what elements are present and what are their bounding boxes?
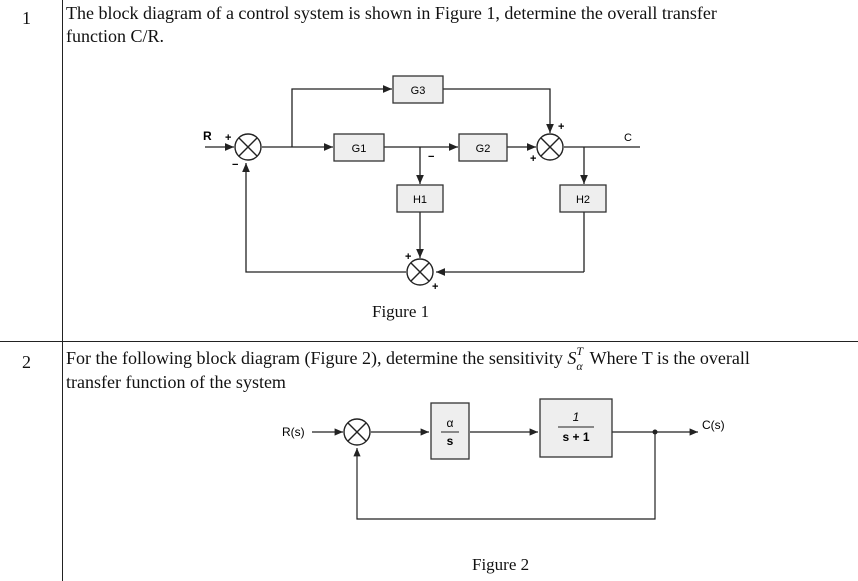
figure-1-block-diagram: G3 G1 G2 H1 H2 R C + − + + − + + xyxy=(203,75,640,293)
plus-sign: + xyxy=(225,132,231,144)
table-row-divider xyxy=(0,341,858,342)
svg-text:G1: G1 xyxy=(352,143,367,155)
plus-sign: + xyxy=(432,281,438,293)
question-text: For the following block diagram (Figure … xyxy=(66,348,568,368)
block-h1: H1 xyxy=(396,184,444,213)
svg-text:α: α xyxy=(447,416,454,430)
figure-2-block-diagram: α s 1 s + 1 R(s) C(s) xyxy=(282,398,725,520)
block-alpha-over-s: α s xyxy=(430,402,470,460)
summing-junction xyxy=(343,418,371,446)
input-label: R xyxy=(203,129,212,143)
question-number: 1 xyxy=(22,8,31,28)
input-label: R(s) xyxy=(282,425,305,439)
block-g1: G1 xyxy=(333,133,385,162)
svg-text:H2: H2 xyxy=(576,194,590,206)
takeoff-point xyxy=(652,429,658,435)
block-h2: H2 xyxy=(559,184,607,213)
svg-text:H1: H1 xyxy=(413,194,427,206)
question-number: 2 xyxy=(22,352,31,372)
summing-junction xyxy=(406,258,434,286)
block-one-over-s-plus-one: 1 s + 1 xyxy=(539,398,613,458)
minus-sign: − xyxy=(232,159,238,171)
plus-sign: + xyxy=(558,121,564,133)
output-label: C xyxy=(624,132,632,144)
output-label: C(s) xyxy=(702,418,725,432)
summing-junction xyxy=(536,133,564,161)
question-text: Where T is the overall xyxy=(585,348,750,368)
plus-sign: + xyxy=(530,153,536,165)
table-column-divider xyxy=(62,0,63,581)
question-text-line: For the following block diagram (Figure … xyxy=(66,344,750,373)
block-g3: G3 xyxy=(392,75,444,104)
question-text-line: The block diagram of a control system is… xyxy=(66,3,717,23)
summing-junction xyxy=(234,133,262,161)
plus-sign: + xyxy=(405,251,411,263)
figure-caption: Figure 2 xyxy=(472,555,530,574)
svg-text:s + 1: s + 1 xyxy=(562,430,589,444)
svg-text:G2: G2 xyxy=(476,143,491,155)
figure-caption: Figure 1 xyxy=(372,302,430,321)
question-text-line: transfer function of the system xyxy=(66,372,286,392)
svg-text:1: 1 xyxy=(573,410,580,424)
question-text-line: function C/R. xyxy=(66,26,164,46)
block-g2: G2 xyxy=(458,133,508,162)
svg-text:s: s xyxy=(447,434,454,448)
svg-text:G3: G3 xyxy=(411,85,426,97)
minus-sign: − xyxy=(428,151,434,163)
